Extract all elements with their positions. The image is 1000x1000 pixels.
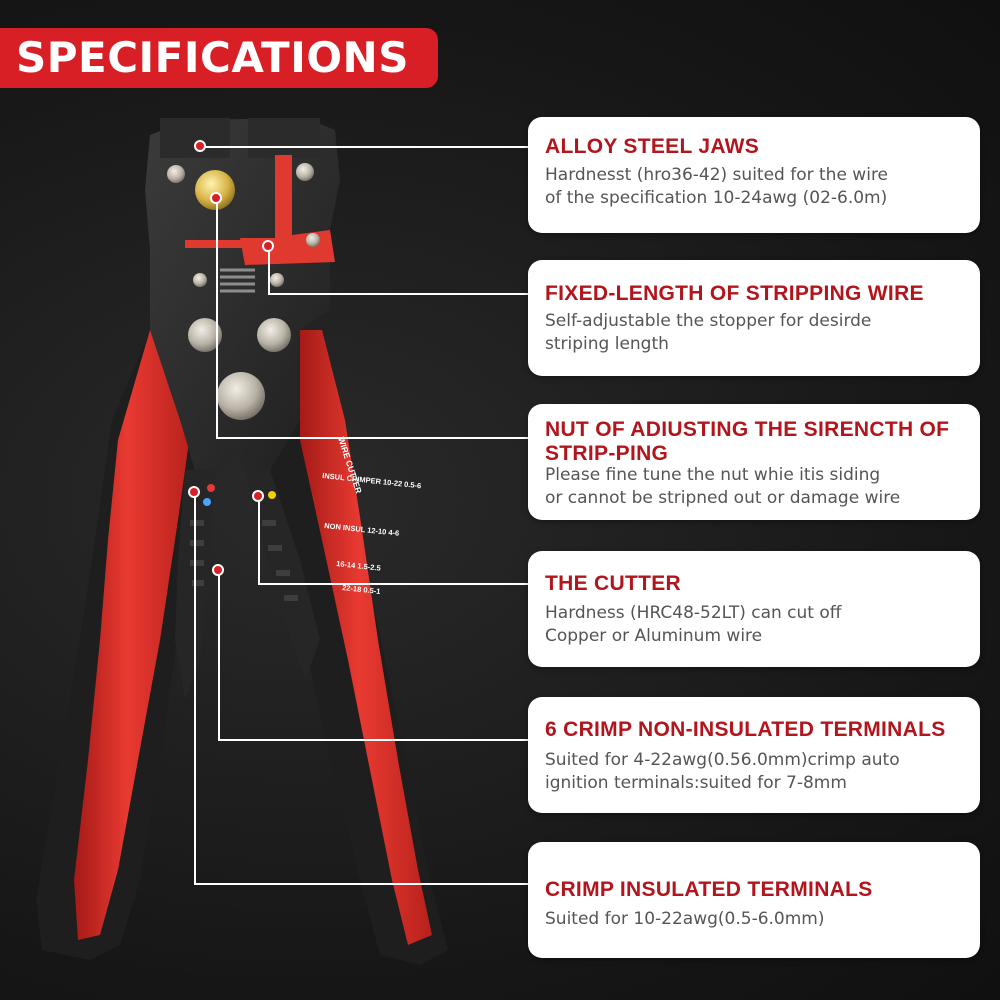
spec-card-jaws: ALLOY STEEL JAWS Hardnesst (hro36-42) su… (528, 117, 980, 233)
leader-line-cutter-h (258, 583, 530, 585)
leader-line-stopper-h (268, 293, 530, 295)
spec-desc-line: Hardness (HRC48-52LT) can cut off (545, 603, 842, 623)
spec-desc-line: ignition terminals:suited for 7-8mm (545, 773, 847, 793)
callout-dot-cutter (252, 490, 264, 502)
leader-line-jaws (200, 146, 530, 148)
left-handle-red (74, 330, 192, 940)
spec-desc-line: Self-adjustable the stopper for desirde (545, 311, 872, 331)
spec-desc-line: or cannot be stripned out or damage wire (545, 488, 901, 508)
spec-desc-line: Hardnesst (hro36-42) suited for the wire (545, 165, 889, 185)
spec-desc-line: Suited for 4-22awg(0.56.0mm)crimp auto (545, 750, 900, 770)
spec-desc-line: Please fine tune the nut whie itis sidin… (545, 465, 881, 485)
spec-desc-line: Copper or Aluminum wire (545, 626, 763, 646)
leader-line-nut-h (216, 437, 530, 439)
callout-dot-stopper (262, 240, 274, 252)
banner-title: SPECIFICATIONS (16, 33, 409, 82)
spec-title: NUT OF ADIUSTING THE SIRENCTH OF STRIP-P… (545, 418, 950, 465)
spec-title: ALLOY STEEL JAWS (545, 135, 760, 158)
spec-card-cutter: THE CUTTER Hardness (HRC48-52LT) can cut… (528, 551, 980, 667)
callout-dot-insul (188, 486, 200, 498)
specifications-banner: SPECIFICATIONS (0, 28, 438, 88)
spec-card-stripping: FIXED-LENGTH OF STRIPPING WIRE Self-adju… (528, 260, 980, 376)
callout-dot-noninsul (212, 564, 224, 576)
spec-card-nut: NUT OF ADIUSTING THE SIRENCTH OF STRIP-P… (528, 404, 980, 520)
leader-line-noninsul-h (218, 739, 530, 741)
spec-title: THE CUTTER (545, 572, 681, 595)
callout-dot-nut (210, 192, 222, 204)
spec-card-insulated: CRIMP INSULATED TERMINALS Suited for 10-… (528, 842, 980, 958)
callout-dot-jaws (194, 140, 206, 152)
adjusting-nut (217, 372, 265, 420)
spec-title: 6 CRIMP NON-INSULATED TERMINALS (545, 718, 946, 741)
spec-desc-line: striping length (545, 334, 669, 354)
spring (220, 268, 255, 293)
tool-label-22-18: 22-18 0.5-1 (342, 583, 381, 596)
right-handle-red (300, 330, 432, 945)
leader-line-insul-h (194, 883, 530, 885)
leader-line-cutter-v (258, 498, 260, 584)
spec-title: FIXED-LENGTH OF STRIPPING WIRE (545, 282, 924, 305)
leader-line-nut-v (216, 198, 218, 438)
leader-line-insul-v (194, 492, 196, 884)
spec-desc-line: Suited for 10-22awg(0.5-6.0mm) (545, 909, 825, 929)
spec-desc-line: of the specification 10-24awg (02-6.0m) (545, 188, 888, 208)
spec-card-noninsulated: 6 CRIMP NON-INSULATED TERMINALS Suited f… (528, 697, 980, 813)
leader-line-noninsul-v (218, 570, 220, 740)
spec-title: CRIMP INSULATED TERMINALS (545, 878, 873, 901)
leader-line-stopper-v (268, 246, 270, 294)
brass-nut (195, 170, 235, 210)
